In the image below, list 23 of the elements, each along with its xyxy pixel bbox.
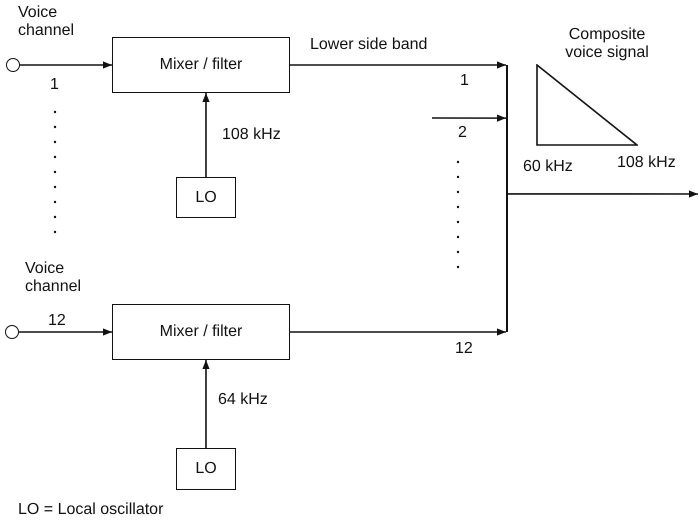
arrow xyxy=(290,61,506,69)
arrow xyxy=(19,328,112,336)
spectrum-triangle xyxy=(536,64,638,146)
oscillator-box: LO xyxy=(176,177,236,218)
arrow xyxy=(290,328,506,336)
node-caption: Composite voice signal xyxy=(564,26,650,62)
node-caption: 108 kHz xyxy=(617,154,677,172)
arrow xyxy=(432,114,506,122)
arrow xyxy=(202,360,210,448)
bus-line xyxy=(506,65,508,332)
input-terminal xyxy=(5,325,19,339)
mixer-box: Mixer / filter xyxy=(112,37,290,93)
oscillator-box: LO xyxy=(176,448,236,490)
mixer-box: Mixer / filter xyxy=(112,304,290,360)
channel-number: 1 xyxy=(460,72,469,90)
node-caption: Voice channel xyxy=(18,4,76,40)
arrow xyxy=(202,93,210,177)
arrow xyxy=(20,61,112,69)
arrow xyxy=(507,190,698,198)
legend-note: LO = Local oscillator xyxy=(18,501,164,519)
node-caption: 60 kHz xyxy=(523,158,574,176)
node-caption: Voice channel xyxy=(25,260,82,296)
input-terminal xyxy=(6,58,20,72)
